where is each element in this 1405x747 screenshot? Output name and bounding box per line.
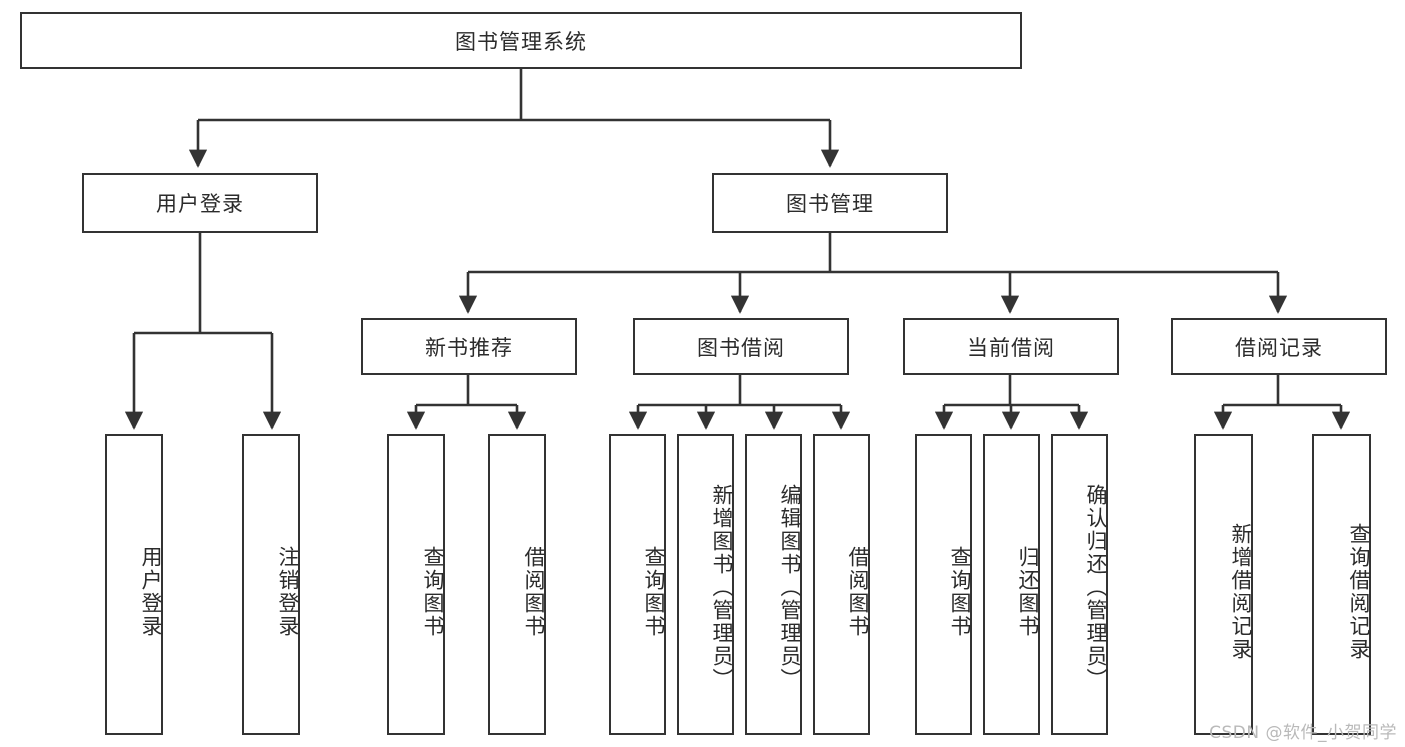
node-leaf-add-book-label: 新增图书（管理员）	[710, 484, 734, 691]
node-leaf-user-login[interactable]: 用户登录	[105, 434, 163, 735]
node-leaf-user-logout-label: 注销登录	[276, 545, 300, 638]
node-leaf-borrow-book-2-label: 借阅图书	[846, 545, 870, 638]
node-leaf-confirm-return-label: 确认归还（管理员）	[1084, 484, 1108, 691]
node-current-borrow-label: 当前借阅	[967, 335, 1055, 360]
node-leaf-user-logout[interactable]: 注销登录	[242, 434, 300, 735]
node-book-borrow-label: 图书借阅	[697, 335, 785, 360]
csdn-watermark: CSDN @软件_小贺同学	[1209, 723, 1397, 743]
node-user-login[interactable]: 用户登录	[82, 173, 318, 233]
node-leaf-borrow-book-2[interactable]: 借阅图书	[813, 434, 870, 735]
node-leaf-query-record-label: 查询借阅记录	[1347, 522, 1371, 661]
node-root-label: 图书管理系统	[455, 29, 587, 54]
node-new-book-rec[interactable]: 新书推荐	[361, 318, 577, 375]
node-leaf-add-record-label: 新增借阅记录	[1229, 522, 1253, 661]
node-root[interactable]: 图书管理系统	[20, 12, 1022, 69]
node-leaf-query-book-2-label: 查询图书	[642, 545, 666, 638]
node-leaf-query-book-3[interactable]: 查询图书	[915, 434, 972, 735]
node-leaf-query-book-1-label: 查询图书	[421, 545, 445, 638]
node-book-manage-label: 图书管理	[786, 192, 874, 216]
node-leaf-query-book-2[interactable]: 查询图书	[609, 434, 666, 735]
node-leaf-add-record[interactable]: 新增借阅记录	[1194, 434, 1253, 735]
node-leaf-return-book-label: 归还图书	[1016, 545, 1040, 638]
node-leaf-user-login-label: 用户登录	[139, 545, 163, 638]
node-borrow-record[interactable]: 借阅记录	[1171, 318, 1387, 375]
node-leaf-confirm-return[interactable]: 确认归还（管理员）	[1051, 434, 1108, 735]
node-leaf-borrow-book-1[interactable]: 借阅图书	[488, 434, 546, 735]
node-leaf-query-record[interactable]: 查询借阅记录	[1312, 434, 1371, 735]
node-leaf-add-book[interactable]: 新增图书（管理员）	[677, 434, 734, 735]
node-leaf-query-book-1[interactable]: 查询图书	[387, 434, 445, 735]
node-leaf-query-book-3-label: 查询图书	[948, 545, 972, 638]
node-book-manage[interactable]: 图书管理	[712, 173, 948, 233]
node-new-book-rec-label: 新书推荐	[425, 335, 513, 360]
node-current-borrow[interactable]: 当前借阅	[903, 318, 1119, 375]
node-leaf-return-book[interactable]: 归还图书	[983, 434, 1040, 735]
node-leaf-edit-book[interactable]: 编辑图书（管理员）	[745, 434, 802, 735]
node-user-login-label: 用户登录	[156, 192, 244, 216]
node-book-borrow[interactable]: 图书借阅	[633, 318, 849, 375]
node-leaf-borrow-book-1-label: 借阅图书	[522, 545, 546, 638]
node-borrow-record-label: 借阅记录	[1235, 335, 1323, 360]
node-leaf-edit-book-label: 编辑图书（管理员）	[778, 484, 802, 691]
